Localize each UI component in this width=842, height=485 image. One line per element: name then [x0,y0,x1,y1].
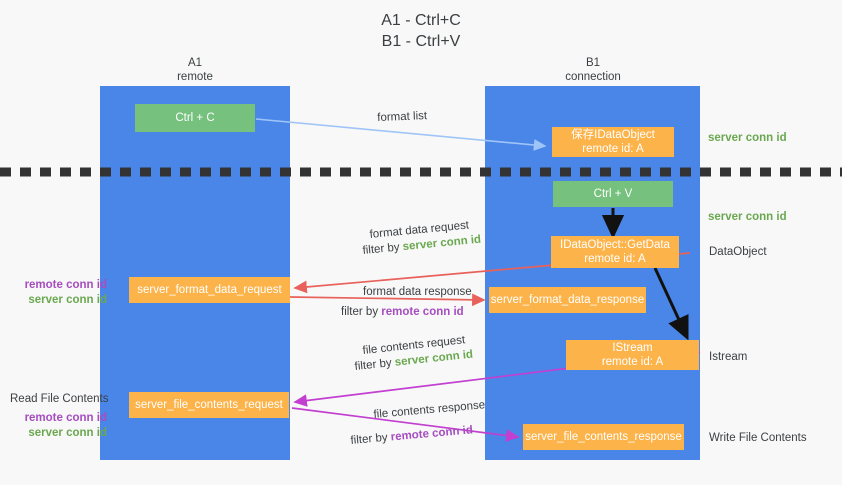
label-read-file-contents: Read File Contents [10,393,109,405]
label-remote-conn-id-lower: remote conn id [24,412,107,424]
label-server-conn-id-upper: server conn id [28,294,107,306]
column-header-b1: B1 connection [493,56,693,84]
box-save-idataobject-line2: remote id: A [582,143,644,155]
box-idataobject-getdata-line2: remote id: A [584,253,646,265]
page-title: A1 - Ctrl+C B1 - Ctrl+V [0,10,842,52]
arrow-label-format-data-response-filter: filter by remote conn id [341,305,464,320]
column-header-a1: A1 remote [95,56,295,84]
filter-by-prefix-2: filter by [341,306,382,318]
label-remote-conn-id-upper: remote conn id [24,279,107,291]
box-ctrl-c[interactable]: Ctrl + C [135,104,255,132]
box-ctrl-v[interactable]: Ctrl + V [553,181,673,207]
filter-by-prefix-4: filter by [350,431,392,447]
box-idataobject-getdata[interactable]: IDataObject::GetData remote id: A [551,236,679,268]
box-istream[interactable]: IStream remote id: A [566,340,699,370]
title-line-1: A1 - Ctrl+C [381,12,461,29]
label-server-conn-id-lower: server conn id [28,427,107,439]
box-server-format-data-response[interactable]: server_format_data_response [489,287,646,313]
label-server-conn-id-mid: server conn id [708,211,787,223]
filter-by-prefix-1: filter by [362,241,404,257]
filter-remote-conn-id-1: remote conn id [381,306,464,318]
arrow-label-file-contents-response: file contents response [373,399,486,421]
box-server-file-contents-request[interactable]: server_file_contents_request [129,392,289,418]
label-istream: Istream [709,351,748,363]
arrow-label-format-list: format list [377,110,428,124]
arrow-label-file-contents-response-filter: filter by remote conn id [350,423,474,449]
box-server-file-contents-response[interactable]: server_file_contents_response [523,424,684,450]
column-header-b1-name: B1 [585,57,601,69]
box-istream-line2: remote id: A [601,356,664,368]
column-header-a1-role: remote [177,71,213,83]
filter-remote-conn-id-2: remote conn id [390,424,474,444]
label-server-conn-id-top: server conn id [708,132,787,144]
box-server-format-data-request[interactable]: server_format_data_request [129,277,290,303]
box-save-idataobject[interactable]: 保存IDataObject remote id: A [552,127,674,157]
label-write-file-contents: Write File Contents [709,432,807,444]
arrow-label-format-data-response: format data response [363,286,472,298]
column-header-a1-name: A1 [187,57,203,69]
box-ctrl-v-label: Ctrl + V [593,188,633,200]
title-line-2: B1 - Ctrl+V [381,33,461,50]
label-left-conn-ids-lower: remote conn id server conn id [12,411,107,441]
column-header-b1-role: connection [565,71,621,83]
box-ctrl-c-label: Ctrl + C [175,112,215,124]
box-server-format-data-response-label: server_format_data_response [490,294,645,306]
label-dataobject: DataObject [709,246,767,258]
box-idataobject-getdata-line1: IDataObject::GetData [560,239,670,251]
box-save-idataobject-line1: 保存IDataObject [571,129,655,141]
box-server-file-contents-response-label: server_file_contents_response [525,431,682,443]
label-left-conn-ids-upper: remote conn id server conn id [12,278,107,308]
box-server-format-data-request-label: server_format_data_request [137,284,282,296]
box-server-file-contents-request-label: server_file_contents_request [135,399,283,411]
filter-by-prefix-3: filter by [354,356,396,373]
box-istream-line1: IStream [612,342,653,354]
